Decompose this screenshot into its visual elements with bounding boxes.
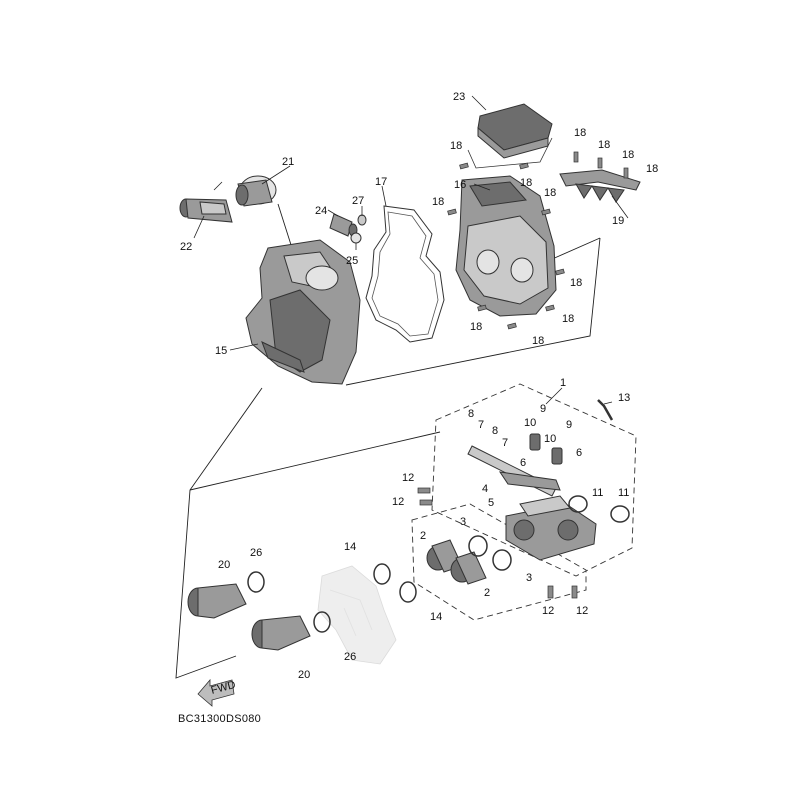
bracket-19	[559, 169, 641, 203]
callout-12: 12	[576, 605, 588, 617]
callout-4: 4	[482, 483, 488, 495]
callout-8: 8	[492, 425, 498, 437]
callout-18: 18	[646, 163, 658, 175]
callout-7: 7	[502, 437, 508, 449]
callout-3: 3	[526, 572, 532, 584]
callout-8: 8	[468, 408, 474, 420]
airbox-case	[455, 175, 557, 317]
throttle-body	[505, 495, 597, 561]
callout-26: 26	[344, 651, 356, 663]
injectors-10	[529, 433, 563, 465]
callout-20: 20	[218, 559, 230, 571]
callout-10: 10	[544, 433, 556, 445]
callout-18: 18	[562, 313, 574, 325]
bolts-18	[447, 151, 629, 330]
grommet-25	[350, 232, 362, 244]
callout-18: 18	[574, 127, 586, 139]
callout-3: 3	[460, 516, 466, 528]
callout-19: 19	[612, 215, 624, 227]
joints-2	[426, 539, 487, 585]
callout-9: 9	[540, 403, 546, 415]
callout-9: 9	[566, 419, 572, 431]
callout-17: 17	[375, 176, 387, 188]
clamps-26	[247, 571, 331, 633]
callout-6: 6	[576, 447, 582, 459]
callout-6: 6	[520, 457, 526, 469]
callout-18: 18	[520, 177, 532, 189]
callout-14: 14	[344, 541, 356, 553]
callout-20: 20	[298, 669, 310, 681]
callout-18: 18	[598, 139, 610, 151]
intake-duct-21	[213, 175, 277, 207]
lower-frame-top	[189, 431, 441, 491]
diagram-code: BC31300DS080	[178, 713, 261, 725]
clip-27	[357, 214, 367, 226]
callout-12: 12	[402, 472, 414, 484]
callout-14: 14	[430, 611, 442, 623]
airbox-cover	[245, 239, 361, 385]
o-rings-11	[568, 495, 630, 523]
callout-5: 5	[488, 497, 494, 509]
callout-26: 26	[250, 547, 262, 559]
callout-12: 12	[392, 496, 404, 508]
callout-18: 18	[450, 140, 462, 152]
bolts-12	[417, 487, 578, 599]
callout-12: 12	[542, 605, 554, 617]
callout-18: 18	[532, 335, 544, 347]
callout-16: 16	[454, 179, 466, 191]
lower-frame-left	[175, 387, 263, 679]
intake-joint-20a	[187, 583, 247, 619]
assembly-2-outline	[411, 503, 587, 621]
callout-18: 18	[544, 187, 556, 199]
callout-11: 11	[618, 487, 629, 499]
air-filter	[467, 103, 553, 169]
fuel-rail-4	[467, 445, 561, 497]
fitting-24	[329, 213, 358, 237]
intake-duct-22	[179, 198, 233, 223]
callout-11: 11	[592, 487, 603, 499]
engine-ghost	[317, 565, 397, 665]
clamps-14	[373, 563, 417, 603]
callout-18: 18	[470, 321, 482, 333]
hose-13	[597, 399, 614, 421]
callout-18: 18	[622, 149, 634, 161]
callout-25: 25	[346, 255, 358, 267]
callout-13: 13	[618, 392, 630, 404]
callout-18: 18	[570, 277, 582, 289]
callout-22: 22	[180, 241, 192, 253]
callout-21: 21	[282, 156, 294, 168]
gasket-inner	[371, 211, 439, 337]
callout-24: 24	[315, 205, 327, 217]
upper-frame	[277, 203, 601, 386]
intake-joint-20b	[251, 615, 311, 651]
callout-15: 15	[215, 345, 227, 357]
callout-1: 1	[560, 377, 566, 389]
callout-2: 2	[484, 587, 490, 599]
callout-10: 10	[524, 417, 536, 429]
fwd-arrow-icon: FWD	[197, 679, 237, 707]
assembly-1-outline	[431, 383, 637, 577]
callout-23: 23	[453, 91, 465, 103]
gasket	[365, 205, 445, 343]
callout-7: 7	[478, 419, 484, 431]
leader-lines	[193, 95, 629, 405]
clamps-3	[468, 535, 512, 571]
callout-2: 2	[420, 530, 426, 542]
callout-27: 27	[352, 195, 364, 207]
callout-18: 18	[432, 196, 444, 208]
